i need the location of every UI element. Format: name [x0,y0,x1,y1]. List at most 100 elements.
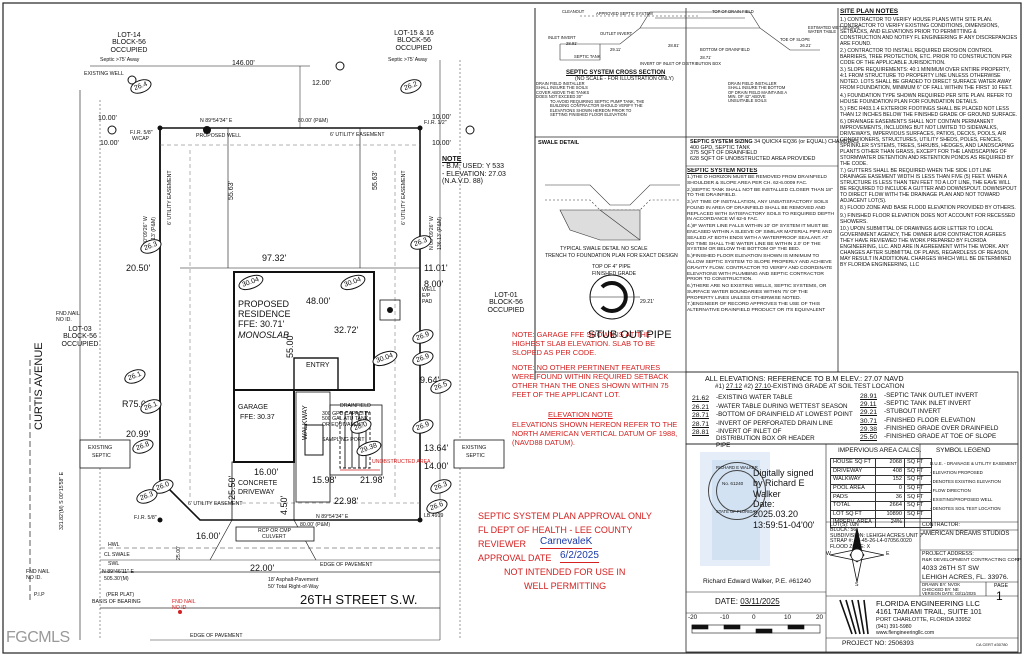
seal-state: STATE OF FLORIDA [716,509,756,514]
cross-section-invert: 28.91' [566,41,578,46]
impervious-cell: 152 [875,475,905,485]
dim-22: 22.00' [250,563,275,573]
concrete-driveway [231,461,295,521]
project-label: PROJECT ADDRESS: [922,551,974,557]
site-plan-notes: SITE PLAN NOTES 1.) CONTRACTOR TO VERIFY… [840,8,1018,366]
stub-out-pipe-graphic [589,274,640,320]
cl-swale: CL SWALE [104,552,130,558]
lot1516-septic: Septic >75' Away [388,57,428,63]
elev-left-text: -BOTTOM OF DRAINFIELD AT LOWEST POINT [716,411,853,419]
septic-sizing: SEPTIC SYSTEM SIZING 34 QUICK4 EQ36 (or … [690,139,859,163]
dim-15-98: 15.98' [312,475,337,485]
existing-septic-right-2: SEPTIC [466,453,485,459]
legend-item: - DENOTES EXISTING ELEVATION [930,479,1001,484]
fgcmls-watermark: FGCMLS [6,629,70,646]
septic-note-item: 5.)FINISHED FLOOR ELEVATION SHOWN IS MIN… [687,254,833,283]
fnd-nail-4: NO ID. [26,575,42,581]
house-proposed: PROPOSED [238,299,290,309]
legend-title: SYMBOL LEGEND [936,447,991,454]
seal-text: RICHARD E WALKER [716,465,758,470]
site-note-item: 4.) FOUNDATION TYPE SHOWN REQUIRED PER S… [840,92,1013,105]
legend-item: - FLOW DIRECTION [930,488,971,493]
lot14-label: LOT-14 BLOCK-56 OCCUPIED [104,32,154,54]
impervious-cell: LOT SQ FT [830,509,876,520]
lot-v: 02 [849,522,856,528]
bearing-top: N 89°54'34" E [200,118,233,124]
lot-k: LOT(S): [830,522,849,528]
contractor-label: CONTRACTOR: [922,522,960,528]
proposed-well-label: PROPOSED WELL [196,133,241,139]
elev-left-text: -EXISTING WATER TABLE [716,394,793,401]
entry-label: ENTRY [306,362,330,369]
atu-label: 300 GPD CAPACITY 500 GAL ATU TANK OR EQU… [322,411,371,428]
dim-32-72: 32.72' [334,325,359,335]
elev-right-text: -FINISHED GRADE AT TOE OF SLOPE [884,433,997,440]
elev-ref-sub1v: 27.12 [726,383,743,390]
impervious-cell: 10890 [875,509,905,520]
dim-8: 8.00' [424,279,444,289]
site-note-item: 2.) CONTRACTOR TO INSTALL REQUIRED EROSI… [840,48,1012,67]
elev-left-value: 21.62 [692,395,710,402]
lot14-line3: OCCUPIED [110,46,148,54]
sizing-l3: 375 SQFT OF DRAINFIELD [690,150,758,157]
scale-label: -10 [720,614,730,621]
concrete-label: CONCRETE [238,480,278,487]
impervious-cell: HOUSE SQ FT [830,458,876,468]
dim-97-32: 97.32' [262,253,287,263]
dim-20-50: 20.50' [126,263,151,273]
firm-web: www.flengineeringllc.com [876,630,935,636]
septic-note-item: 7.)ENGINEER OF RECORD APPROVES THE USE O… [687,302,826,314]
fnd-nail-red-2: NO ID [172,605,187,611]
seal-no: No. 61240 [722,481,744,486]
edge-pavement-1: EDGE OF PAVEMENT [320,562,373,568]
garage-ffe: FFE: 30.37 [240,414,275,421]
drawn-by: DRAWN BY: NVOK [922,582,961,587]
existing-well-label: EXISTING WELL [84,71,124,77]
cross-section-label: INVERT OF INLET OF DISTRIBUTION BOX [640,61,721,66]
legend-item: - ELEVATION PROPOSED [930,470,983,475]
bearing-east-len: 136.13' (P&M) [437,217,443,250]
septic-note-item: 4.)IF WATER LINE FALLS WITHIN 10' OF SYS… [687,224,833,253]
cross-section-title: SEPTIC SYSTEM CROSS SECTION [566,70,666,76]
elev-left-text: -INVERT OF INLET OF DISTRIBUTION BOX OR … [716,428,815,449]
cross-section-invert: 29.11' [610,47,621,52]
pe-seal-inner [716,470,758,512]
swl: SWL [108,561,120,567]
cross-section-label: ESTIMATED WET SEASON WATER TABLE [808,25,860,35]
impervious-cell: SQ FT [904,483,932,494]
cross-section-label: INLET INVERT [548,35,576,40]
elev-left-value: 28.71 [692,420,710,428]
project-addr2: LEHIGH ACRES, FL. 33976. [922,574,1009,581]
site-note-item: 10.) UPON SUBMITTAL OF DRAWINGS &/OR LET… [840,225,1012,268]
existing-septic-left-1: EXISTING [88,445,113,451]
dim-12: 12.00' [312,80,331,87]
per-plat: (PER PLAT) [106,592,135,598]
scale-label: 0 [752,614,756,621]
elev-ref-sub2: #2) [743,383,754,390]
project-no-label: PROJECT NO: [842,640,887,647]
firm-logo [839,599,869,635]
existing-septic-right [453,439,505,469]
site-notes-list: 1.) CONTRACTOR TO VERIFY HOUSE PLANS WIT… [840,17,1018,268]
page-label: PAGE [994,583,1009,589]
site-note-item: 8.) FLOOD ZONE AND BASE FLOOD ELEVATION … [840,205,1016,212]
sizing-chamber: 34 QUICK4 EQ36 (or EQUAL) CHAMBERS [754,139,859,145]
impervious-title: IMPERVIOUS AREA CALCS. [838,447,922,454]
compass-n: N [855,522,859,528]
approval-date: 6/2/2025 [560,550,599,563]
lot03-line2: BLOCK-56 [63,333,97,341]
flood-k: FLOOD ZONE: [830,543,866,550]
elev-left-value: 28.81 [692,429,710,437]
street-26th-label: 26TH STREET S.W. [300,592,418,607]
sizing-l2: 400 GPD, SEPTIC TANK [690,144,751,151]
project-no: PROJECT NO: 2506393 [842,640,914,648]
garage [233,389,295,463]
stubout-top: TOP OF 4" PIPE [592,264,631,270]
dim-10d: 10.00' [432,140,451,147]
